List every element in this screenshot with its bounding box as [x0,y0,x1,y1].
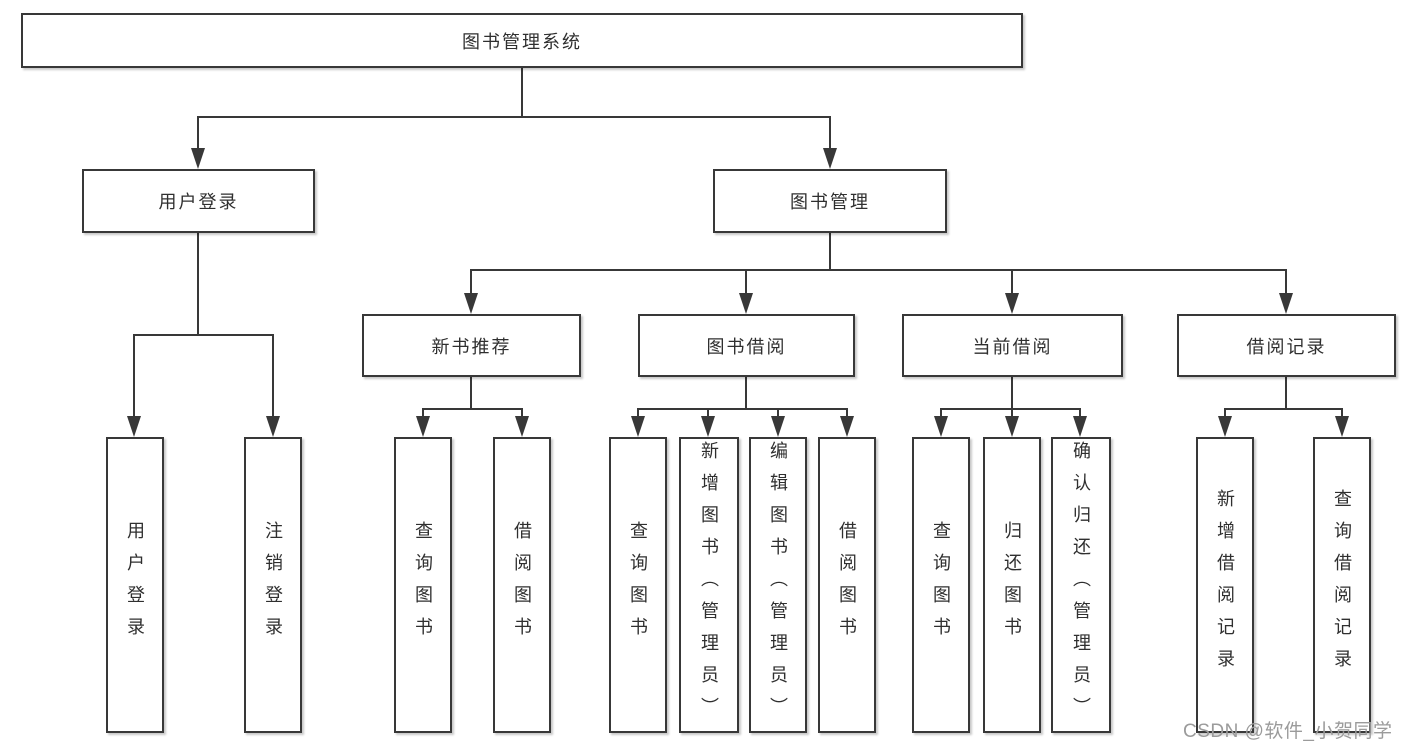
node-label: 借阅图书 [512,521,532,649]
node-label: 图书借阅 [706,336,787,357]
node-new-book-recommend: 新书推荐 [362,314,581,377]
leaf-add-borrow-record: 新增借阅记录 [1196,437,1254,733]
node-label: 借阅图书 [837,521,857,649]
leaf-borrow-books-recommend: 借阅图书 [493,437,551,733]
node-label: 查询图书 [628,521,648,649]
leaf-borrow-books: 借阅图书 [818,437,876,733]
leaf-add-book-admin: 新增图书（管理员） [679,437,739,733]
node-label: 注销登录 [263,521,283,649]
node-label: 新增图书（管理员） [699,441,719,729]
node-label: 图书管理 [790,192,870,212]
node-label: 借阅记录 [1246,336,1327,357]
leaf-query-books-current: 查询图书 [912,437,970,733]
node-label: 归还图书 [1002,521,1022,649]
leaf-query-books-borrow: 查询图书 [609,437,667,733]
node-label: 查询图书 [413,521,433,649]
leaf-query-borrow-record: 查询借阅记录 [1313,437,1371,733]
csdn-watermark: CSDN @软件_小贺同学 [1183,721,1393,742]
node-label: 查询图书 [931,521,951,649]
node-book-borrow: 图书借阅 [638,314,855,377]
node-user-login-branch: 用户登录 [82,169,315,233]
node-label: 新书推荐 [431,336,512,357]
leaf-query-books-recommend: 查询图书 [394,437,452,733]
node-label: 编辑图书（管理员） [768,441,788,729]
node-label: 确认归还（管理员） [1071,441,1091,729]
leaf-confirm-return-admin: 确认归还（管理员） [1051,437,1111,733]
leaf-user-login: 用户登录 [106,437,164,733]
node-book-management-branch: 图书管理 [713,169,947,233]
arrowheads [127,148,1349,437]
node-current-borrow: 当前借阅 [902,314,1123,377]
leaf-edit-book-admin: 编辑图书（管理员） [749,437,807,733]
node-label: 图书管理系统 [462,31,582,52]
node-label: 用户登录 [158,192,239,212]
node-label: 用户登录 [125,521,145,649]
leaf-return-book: 归还图书 [983,437,1041,733]
node-label: 当前借阅 [972,336,1053,357]
node-root-library-management-system: 图书管理系统 [21,13,1023,68]
node-label: 新增借阅记录 [1215,489,1235,681]
node-borrow-records: 借阅记录 [1177,314,1396,377]
node-label: 查询借阅记录 [1332,489,1352,681]
leaf-logout: 注销登录 [244,437,302,733]
